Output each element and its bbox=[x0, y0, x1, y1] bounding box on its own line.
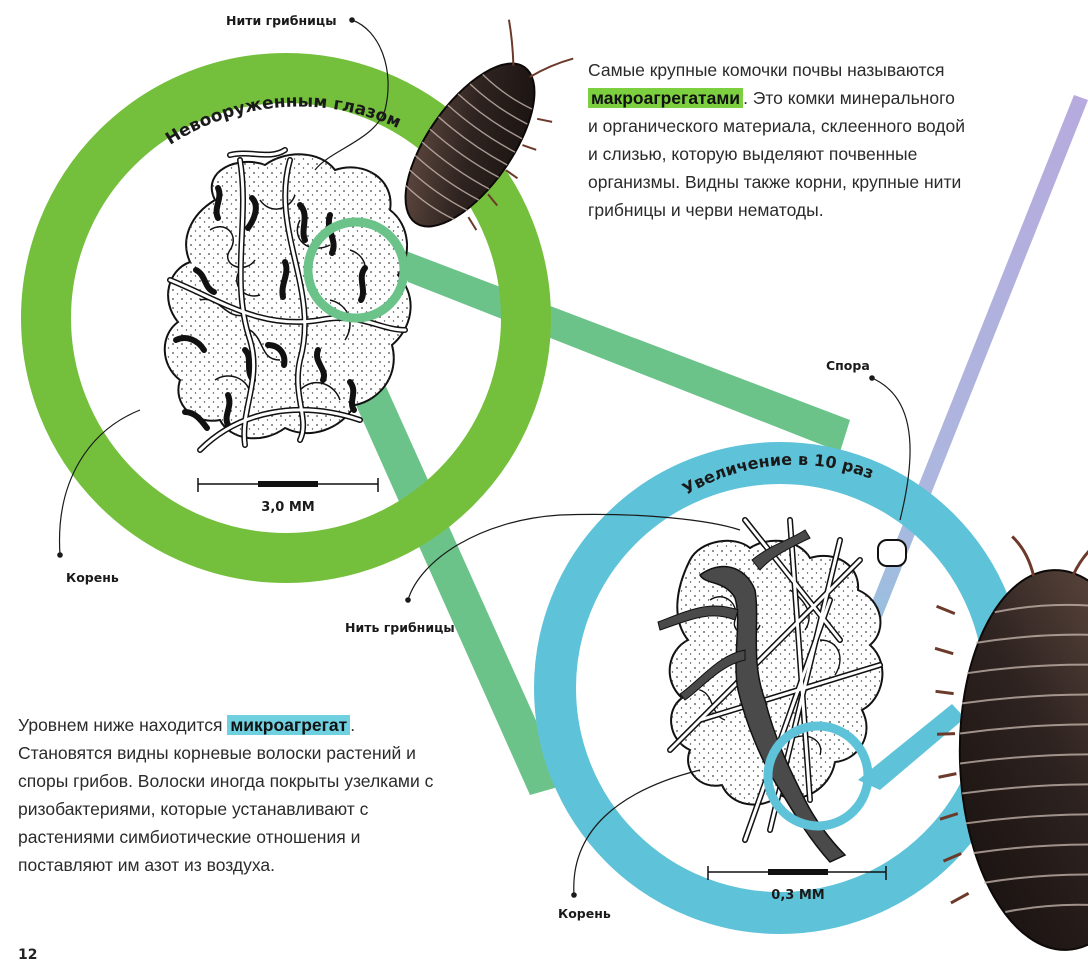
woodlouse-icon bbox=[930, 532, 1088, 954]
label-spore: Спора bbox=[826, 358, 870, 373]
zoom-connector-upper bbox=[398, 248, 850, 452]
label-hypha-bottom: Нить грибницы bbox=[345, 620, 455, 635]
scale-bar-top bbox=[198, 478, 378, 492]
label-root-bottom: Корень bbox=[558, 906, 611, 921]
zoom-connector-blue bbox=[858, 704, 965, 790]
paragraph-microaggregate: Уровнем ниже находится микроагрегат. Ста… bbox=[18, 711, 448, 879]
spore-shape bbox=[878, 540, 906, 566]
scale-label-bottom: 0,3 ММ bbox=[748, 888, 848, 903]
paragraph-bottom-before: Уровнем ниже находится bbox=[18, 715, 227, 735]
paragraph-top-before: Самые крупные комочки почвы называются bbox=[588, 60, 945, 80]
term-macroaggregates: макроагрегатами bbox=[588, 88, 743, 108]
label-hyphae-top: Нити грибницы bbox=[226, 13, 337, 28]
paragraph-bottom-after: . Становятся видны корневые волоски раст… bbox=[18, 715, 433, 875]
paragraph-macroaggregates: Самые крупные комочки почвы называются м… bbox=[588, 56, 968, 224]
scale-label-top: 3,0 ММ bbox=[238, 500, 338, 515]
label-root-top: Корень bbox=[66, 570, 119, 585]
term-microaggregate: микроагрегат bbox=[227, 715, 350, 735]
